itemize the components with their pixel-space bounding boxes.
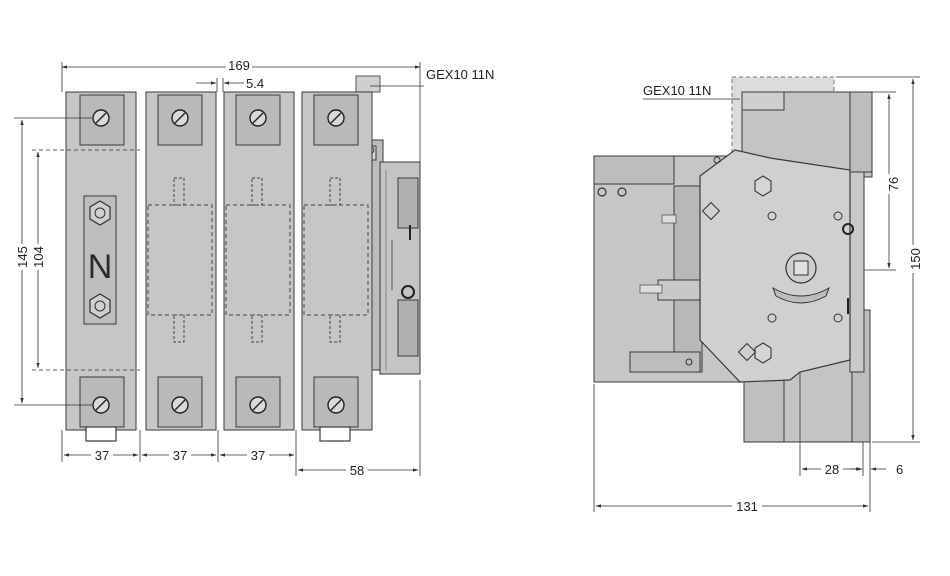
accessory-module-front [355,75,381,93]
accessory-callout-side: GEX10 11N [643,83,740,100]
svg-text:131: 131 [736,499,758,514]
svg-text:145: 145 [15,246,30,268]
dim-body-height: 104 [31,149,140,371]
side-view: GEX10 11N 76 150 28 6 [593,76,923,514]
svg-text:37: 37 [173,448,187,463]
svg-text:58: 58 [350,463,364,478]
svg-text:104: 104 [31,246,46,268]
dim-overall-width: 169 [61,58,421,162]
svg-text:76: 76 [886,177,901,191]
nut-icon [89,293,111,319]
cam-plate [699,149,851,383]
accessory-callout-front: GEX10 11N [370,67,494,87]
accessory-label-front: GEX10 11N [426,67,494,82]
svg-text:169: 169 [228,58,250,73]
accessory-label-side: GEX10 11N [643,83,711,98]
nut-icon [89,200,111,226]
front-view: N [14,58,494,478]
svg-text:37: 37 [251,448,265,463]
svg-text:28: 28 [825,462,839,477]
svg-text:6: 6 [896,462,903,477]
dim-terminal-pitch: 145 [14,117,92,406]
nut-icon [754,342,772,364]
dim-gap: 5.4 [196,76,264,92]
dim-depth-6: 6 [850,442,903,477]
operating-mechanism-front [364,139,421,375]
neutral-marking: N [88,248,113,286]
dim-total-height: 150 [836,76,923,443]
dim-upper-height: 76 [864,91,901,271]
svg-text:150: 150 [908,248,923,270]
dim-pole-pitches: 37 37 37 58 [61,380,421,478]
pole-1-neutral: N [65,91,137,442]
pole-2 [145,91,217,431]
pole-4 [301,91,373,442]
pole-3 [223,91,295,431]
svg-text:37: 37 [95,448,109,463]
dim-depth-28: 28 [799,372,864,477]
svg-text:5.4: 5.4 [246,76,264,91]
dim-overall-depth: 131 [593,384,871,514]
nut-icon [754,175,772,197]
